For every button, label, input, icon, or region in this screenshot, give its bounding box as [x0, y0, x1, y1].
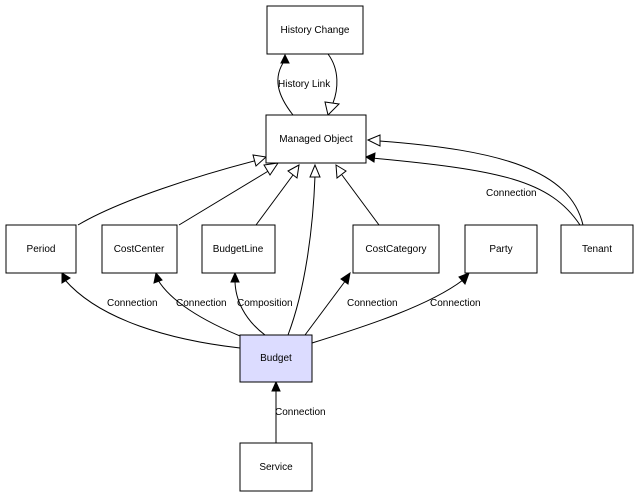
arrowhead-tenant-inherit: [366, 134, 381, 147]
arrowhead-budget-costcenter: [153, 271, 163, 284]
arrowhead-period-inherit: [252, 154, 268, 167]
edge-budget-budgetline: [234, 279, 266, 336]
node-managed-object-label: Managed Object: [279, 134, 353, 145]
label-party-connection: Connection: [430, 298, 481, 309]
edge-budget-period: [64, 279, 241, 349]
label-service-connection: Connection: [275, 407, 326, 418]
node-service[interactable]: Service: [239, 442, 313, 492]
arrowhead-budget-budgetline: [230, 271, 240, 283]
arrowhead-budgetline-inherit: [287, 164, 300, 179]
edge-budget-inherits: [287, 175, 316, 336]
arrowhead-budget-inherit: [309, 163, 321, 178]
edge-budget-costcategory: [304, 279, 347, 336]
node-history-change[interactable]: History Change: [266, 5, 364, 55]
edge-budgetline-inherits: [255, 174, 294, 226]
arrowhead-service-budget: [271, 380, 281, 392]
edge-costcategory-inherits: [341, 174, 380, 226]
arrowhead-budget-period: [61, 272, 71, 284]
node-period[interactable]: Period: [5, 224, 77, 274]
label-costcenter-connection: Connection: [176, 298, 227, 309]
node-cost-category[interactable]: CostCategory: [352, 224, 440, 274]
node-tenant[interactable]: Tenant: [560, 224, 634, 274]
edge-period-inherits: [77, 159, 259, 226]
arrowhead-budget-costcategory: [340, 271, 351, 285]
node-cost-category-label: CostCategory: [365, 244, 426, 255]
edge-tenant-connection: [371, 157, 581, 226]
node-budget-line-label: BudgetLine: [213, 244, 264, 255]
arrowhead-budget-party: [458, 272, 470, 285]
edge-tenant-inherits: [379, 140, 584, 226]
label-period-connection: Connection: [107, 298, 158, 309]
node-cost-center-label: CostCenter: [114, 244, 165, 255]
label-history-link: History Link: [278, 79, 331, 90]
arrowhead-history-link: [280, 53, 290, 64]
node-managed-object[interactable]: Managed Object: [265, 114, 367, 164]
node-budget-label: Budget: [260, 353, 292, 364]
node-period-label: Period: [27, 244, 56, 255]
edge-history-link-up: [277, 59, 294, 116]
arrowhead-costcategory-inherit: [335, 164, 347, 179]
arrowhead-history-inherit: [324, 101, 341, 116]
label-budgetline-composition: Composition: [237, 298, 293, 309]
label-tenant-connection: Connection: [486, 188, 537, 199]
edge-budget-costcenter: [157, 279, 246, 339]
edge-history-link-down: [327, 53, 338, 104]
node-budget-line[interactable]: BudgetLine: [201, 224, 276, 274]
node-cost-center[interactable]: CostCenter: [101, 224, 178, 274]
edge-labels: History Link Connection Connection Conne…: [107, 79, 537, 418]
label-costcategory-connection: Connection: [347, 298, 398, 309]
node-service-label: Service: [259, 462, 293, 473]
node-budget[interactable]: Budget: [239, 334, 313, 383]
node-history-change-label: History Change: [281, 25, 350, 36]
node-party-label: Party: [489, 244, 512, 255]
edges: [61, 53, 584, 443]
arrowhead-costcenter-inherit: [263, 162, 280, 176]
node-tenant-label: Tenant: [582, 244, 612, 255]
edge-budget-party: [311, 279, 464, 344]
arrowhead-tenant-connection: [364, 152, 376, 163]
edge-costcenter-inherits: [178, 169, 271, 226]
node-party[interactable]: Party: [464, 224, 538, 274]
